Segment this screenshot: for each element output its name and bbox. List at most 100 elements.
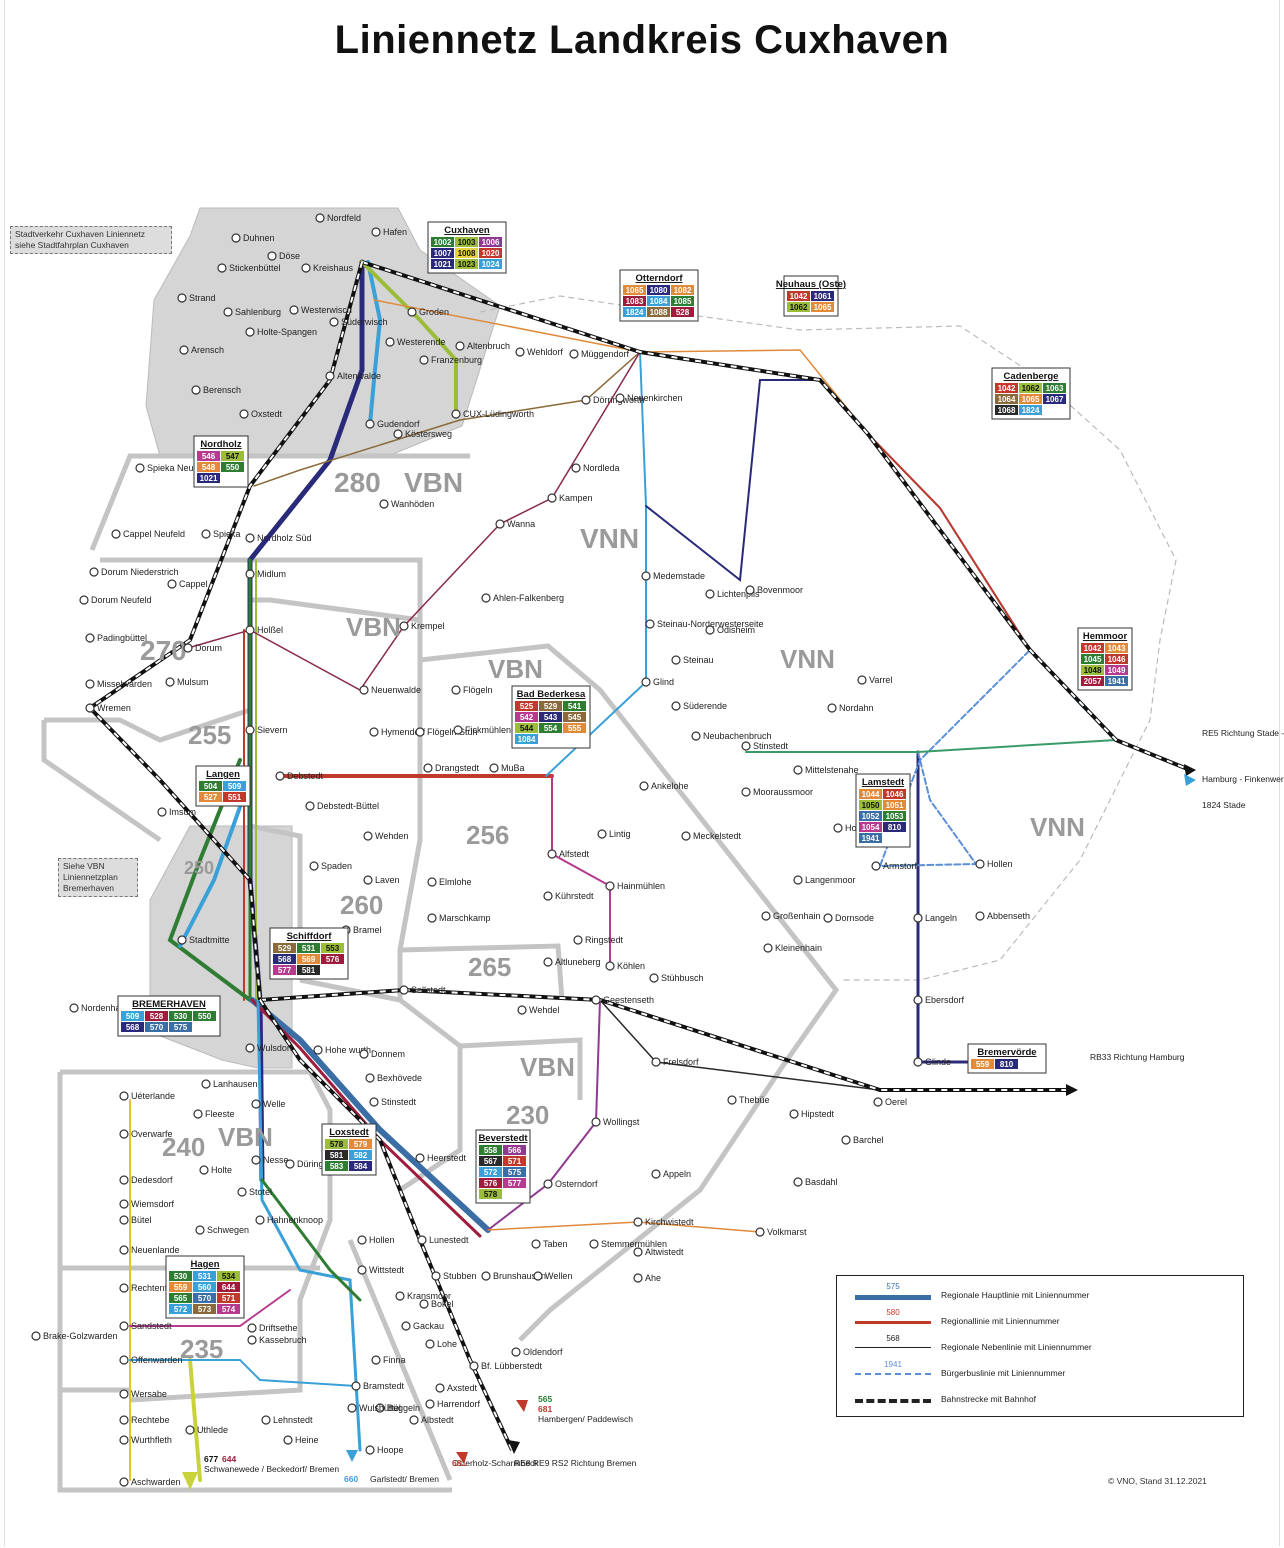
stop[interactable]: Bramstedt xyxy=(351,1381,405,1391)
line-badge[interactable] xyxy=(169,1011,192,1021)
line-badge[interactable] xyxy=(321,943,344,953)
stop-marker[interactable] xyxy=(419,1299,429,1309)
stop-marker[interactable] xyxy=(393,429,403,439)
line-badge[interactable] xyxy=(455,237,478,247)
stop-marker[interactable] xyxy=(285,1159,295,1169)
stop[interactable]: Dornsode xyxy=(823,913,874,923)
line-badge[interactable] xyxy=(859,811,882,821)
stop[interactable]: Wersabe xyxy=(119,1389,167,1399)
stop-marker[interactable] xyxy=(309,861,319,871)
stop[interactable]: Wulsbüttel xyxy=(347,1403,401,1413)
stop-marker[interactable] xyxy=(913,995,923,1005)
line-badge[interactable] xyxy=(515,723,538,733)
stop[interactable]: Stickenbüttel xyxy=(217,263,281,273)
line-badge[interactable] xyxy=(1081,665,1104,675)
line-badge[interactable] xyxy=(811,302,834,312)
stop-marker[interactable] xyxy=(415,727,425,737)
stop-marker[interactable] xyxy=(543,957,553,967)
line-badge[interactable] xyxy=(539,701,562,711)
stop-marker[interactable] xyxy=(511,1347,521,1357)
stop[interactable]: Cappel xyxy=(167,579,208,589)
stop[interactable]: Volkmarst xyxy=(755,1227,807,1237)
stop-marker[interactable] xyxy=(385,337,395,347)
line-badge[interactable] xyxy=(479,237,502,247)
line-badge[interactable] xyxy=(503,1156,526,1166)
stop[interactable]: Marschkamp xyxy=(427,913,491,923)
stop[interactable]: Geestenseth xyxy=(591,995,654,1005)
stop[interactable]: Overwarfe xyxy=(119,1129,173,1139)
line-badge[interactable] xyxy=(563,723,586,733)
stop-marker[interactable] xyxy=(119,1355,129,1365)
line-badge[interactable] xyxy=(515,734,538,744)
line-badge[interactable] xyxy=(671,296,694,306)
stop-marker[interactable] xyxy=(547,493,557,503)
stop-marker[interactable] xyxy=(823,913,833,923)
stop[interactable]: Spieka xyxy=(201,529,241,539)
stop-marker[interactable] xyxy=(495,519,505,529)
stop-marker[interactable] xyxy=(705,625,715,635)
stop[interactable]: Stinstedt xyxy=(369,1097,417,1107)
stop-marker[interactable] xyxy=(357,1235,367,1245)
stop-marker[interactable] xyxy=(481,593,491,603)
stop-marker[interactable] xyxy=(435,1383,445,1393)
line-badge[interactable] xyxy=(1019,383,1042,393)
stop[interactable]: Welle xyxy=(251,1099,285,1109)
stop-marker[interactable] xyxy=(191,385,201,395)
stop[interactable]: Heine xyxy=(283,1435,319,1445)
stop[interactable]: Hipstedt xyxy=(789,1109,835,1119)
stop[interactable]: Franzenburg xyxy=(419,355,482,365)
stop[interactable]: Langeln xyxy=(913,913,957,923)
stop-marker[interactable] xyxy=(79,595,89,605)
stop[interactable]: Oldendorf xyxy=(511,1347,563,1357)
stop[interactable]: Holte-Spangen xyxy=(245,327,317,337)
stop[interactable]: Meckelstedt xyxy=(681,831,742,841)
stop[interactable]: Altluneberg xyxy=(543,957,601,967)
stop-marker[interactable] xyxy=(633,1217,643,1227)
stop[interactable]: Nordahn xyxy=(827,703,874,713)
stop[interactable]: Misselwarden xyxy=(85,679,152,689)
line-badge[interactable] xyxy=(563,701,586,711)
stop-marker[interactable] xyxy=(325,371,335,381)
stop[interactable]: Cappel Neufeld xyxy=(111,529,185,539)
line-badge[interactable] xyxy=(325,1161,348,1171)
stop[interactable]: Hohe wurth xyxy=(313,1045,371,1055)
stop[interactable]: Fickmühlen xyxy=(453,725,511,735)
stop[interactable]: Ringstedt xyxy=(573,935,624,945)
stop-marker[interactable] xyxy=(407,307,417,317)
line-badge[interactable] xyxy=(671,307,694,317)
stop-marker[interactable] xyxy=(379,499,389,509)
stop-marker[interactable] xyxy=(975,911,985,921)
line-badge[interactable] xyxy=(199,781,222,791)
stop[interactable]: Wittstedt xyxy=(357,1265,405,1275)
stop[interactable]: Wurthfleth xyxy=(119,1435,172,1445)
line-badge[interactable] xyxy=(1081,654,1104,664)
stop[interactable]: Odisheim xyxy=(705,625,755,635)
stop-marker[interactable] xyxy=(419,355,429,365)
stop-marker[interactable] xyxy=(727,1095,737,1105)
line-badge[interactable] xyxy=(321,954,344,964)
line-badge[interactable] xyxy=(883,822,906,832)
stop-marker[interactable] xyxy=(543,891,553,901)
line-badge[interactable] xyxy=(479,1178,502,1188)
stop[interactable]: Wehdel xyxy=(517,1005,559,1015)
line-badge[interactable] xyxy=(479,1145,502,1155)
stop[interactable]: Abbenseth xyxy=(975,911,1030,921)
line-badge[interactable] xyxy=(883,811,906,821)
stop[interactable]: Lehnstedt xyxy=(261,1415,313,1425)
line-badge[interactable] xyxy=(1019,405,1042,415)
stop-marker[interactable] xyxy=(89,567,99,577)
stop[interactable]: Stemmermühlen xyxy=(589,1239,667,1249)
stop-marker[interactable] xyxy=(275,771,285,781)
line-badge[interactable] xyxy=(349,1139,372,1149)
stop[interactable]: Uéterlande xyxy=(119,1091,175,1101)
stop-marker[interactable] xyxy=(223,307,233,317)
stop[interactable]: Wanhöden xyxy=(379,499,434,509)
stop[interactable]: Dorum xyxy=(183,643,222,653)
stop-marker[interactable] xyxy=(315,213,325,223)
stop[interactable]: Wellen xyxy=(533,1271,572,1281)
